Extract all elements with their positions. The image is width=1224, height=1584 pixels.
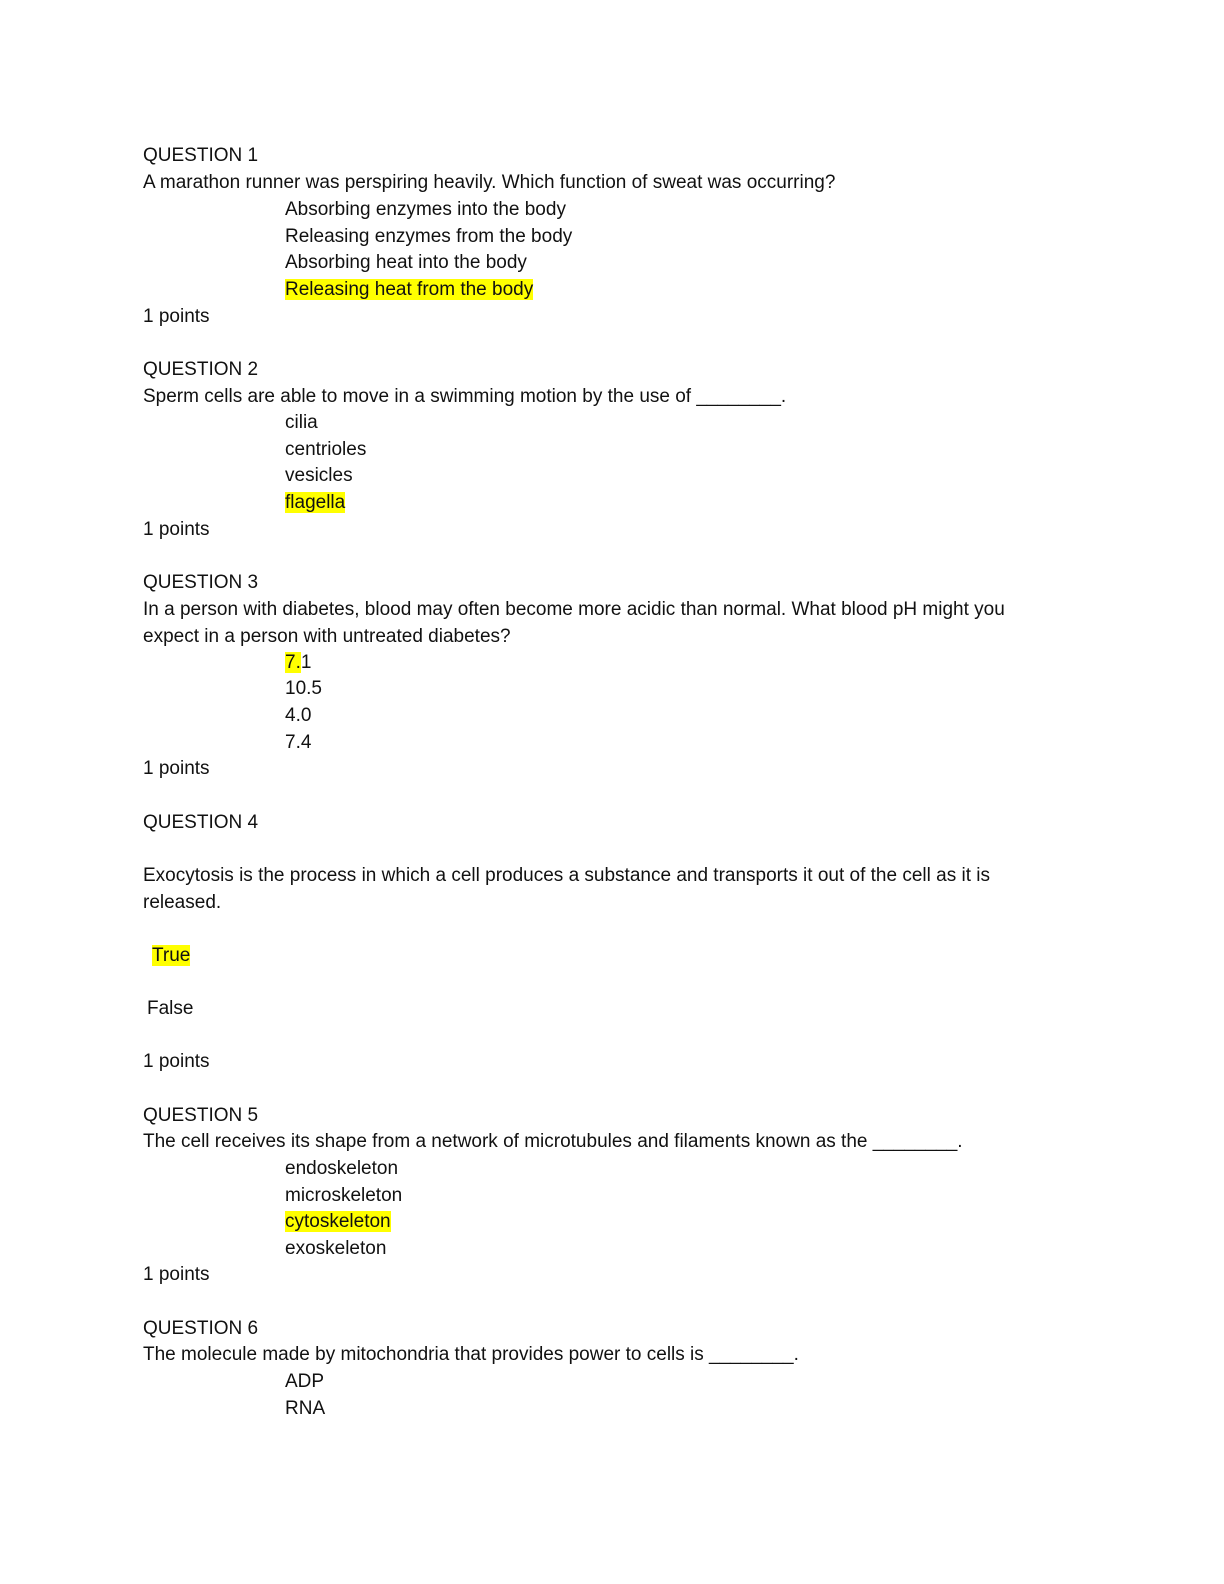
- question-4-prompt-line-1: Exocytosis is the process in which a cel…: [143, 865, 990, 886]
- question-4-highlighted-answer: True: [152, 945, 191, 966]
- question-1-option-2: Releasing enzymes from the body: [285, 226, 573, 247]
- question-4-option-false: False: [147, 998, 194, 1019]
- question-5-highlighted-answer: cytoskeleton: [285, 1211, 391, 1232]
- question-1-highlighted-answer: Releasing heat from the body: [285, 279, 534, 300]
- question-1-option-3: Absorbing heat into the body: [285, 252, 527, 273]
- question-3-points: 1 points: [143, 758, 210, 779]
- question-3-prompt-line-1: In a person with diabetes, blood may oft…: [143, 599, 1005, 620]
- question-5-heading: QUESTION 5: [143, 1105, 259, 1126]
- question-4-points: 1 points: [143, 1051, 210, 1072]
- question-2-prompt: Sperm cells are able to move in a swimmi…: [143, 386, 787, 407]
- question-3-highlighted-part: 7.: [285, 652, 301, 673]
- question-1-option-4: Releasing heat from the body: [285, 277, 534, 303]
- question-6-option-1: ADP: [285, 1371, 325, 1392]
- question-5-option-3: cytoskeleton: [285, 1209, 391, 1235]
- question-6-heading: QUESTION 6: [143, 1318, 259, 1339]
- question-2-heading: QUESTION 2: [143, 359, 259, 380]
- question-6-prompt: The molecule made by mitochondria that p…: [143, 1344, 799, 1365]
- question-3-heading: QUESTION 3: [143, 572, 259, 593]
- question-5-option-1: endoskeleton: [285, 1158, 399, 1179]
- question-3-prompt-line-2: expect in a person with untreated diabet…: [143, 626, 511, 647]
- question-5-prompt: The cell receives its shape from a netwo…: [143, 1131, 963, 1152]
- question-2-option-3: vesicles: [285, 465, 353, 486]
- question-3-option-1-rest: 1: [300, 652, 312, 673]
- question-5-option-4: exoskeleton: [285, 1238, 387, 1259]
- question-1-option-1: Absorbing enzymes into the body: [285, 199, 566, 220]
- question-1-points: 1 points: [143, 306, 210, 327]
- question-5-option-2: microskeleton: [285, 1185, 403, 1206]
- question-3-option-1: 7.1: [285, 650, 311, 676]
- question-4-heading: QUESTION 4: [143, 812, 259, 833]
- question-1-prompt: A marathon runner was perspiring heavily…: [143, 172, 836, 193]
- question-2-highlighted-answer: flagella: [285, 492, 346, 513]
- question-3-option-3: 4.0: [285, 705, 312, 726]
- question-2-option-1: cilia: [285, 412, 318, 433]
- question-2-option-2: centrioles: [285, 439, 367, 460]
- question-2-points: 1 points: [143, 519, 210, 540]
- question-2-option-4: flagella: [285, 490, 346, 516]
- question-1-heading: QUESTION 1: [143, 145, 259, 166]
- question-6-option-2: RNA: [285, 1398, 326, 1419]
- question-3-option-4: 7.4: [285, 732, 312, 753]
- question-5-points: 1 points: [143, 1264, 210, 1285]
- question-3-option-2: 10.5: [285, 678, 322, 699]
- question-4-prompt-line-2: released.: [143, 892, 222, 913]
- question-4-option-true: True: [152, 943, 191, 969]
